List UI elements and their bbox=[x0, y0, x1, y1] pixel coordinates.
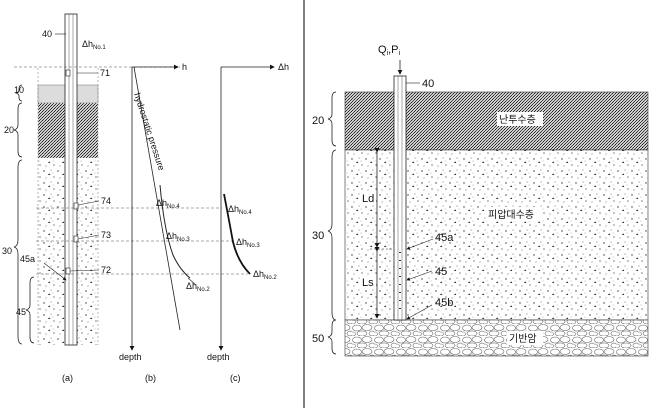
inflow-label: Qi,Pi bbox=[378, 44, 401, 57]
leader-45b-right bbox=[406, 304, 433, 320]
label-30-right: 30 bbox=[312, 230, 324, 242]
label-45b-right: 45b bbox=[435, 297, 453, 309]
delta-h-no2-c: ΔhNo.2 bbox=[253, 269, 277, 281]
panel-b-caption: (b) bbox=[145, 373, 156, 383]
leader-b-no2 bbox=[187, 277, 197, 286]
delta-h-no2-b: ΔhNo.2 bbox=[186, 281, 210, 293]
label-30: 30 bbox=[2, 246, 12, 256]
layer-top-label-bg bbox=[497, 112, 543, 126]
axis-b-depth-label: depth bbox=[119, 352, 142, 362]
brace-10 bbox=[14, 84, 23, 102]
label-10: 10 bbox=[14, 85, 24, 95]
leader-45-right bbox=[406, 270, 433, 281]
layer-bottom-label-bg bbox=[507, 331, 543, 345]
axis-c-delta-h-label: Δh bbox=[278, 62, 289, 72]
leader-73 bbox=[77, 234, 100, 240]
label-45a-right: 45a bbox=[435, 232, 454, 244]
label-71: 71 bbox=[100, 68, 110, 78]
layer-confined-aquifer-30 bbox=[344, 149, 649, 321]
measured-curve-c bbox=[223, 193, 251, 275]
leader-45a-right bbox=[406, 238, 434, 250]
right-figure: 난투수층 피압대수층 기반암 Qi,Pi 40 20 30 50 bbox=[312, 44, 649, 357]
leader-45a bbox=[43, 262, 67, 281]
sensor-71 bbox=[65, 69, 71, 77]
pipe-40 bbox=[64, 13, 78, 346]
label-40: 40 bbox=[42, 29, 52, 39]
brace-20-right bbox=[327, 91, 337, 147]
brace-50-right bbox=[327, 319, 337, 355]
label-20: 20 bbox=[4, 125, 14, 135]
label-50-right: 50 bbox=[312, 333, 324, 345]
label-73: 73 bbox=[101, 230, 111, 240]
panel-c-caption: (c) bbox=[230, 373, 241, 383]
ld-label: Ld bbox=[362, 193, 374, 205]
left-figure: 40 10 20 30 45a 45 71 74 73 72 ΔhNo.1 h … bbox=[2, 13, 289, 383]
label-45-right: 45 bbox=[435, 266, 447, 278]
axis-b-h-label: h bbox=[182, 62, 187, 72]
label-74: 74 bbox=[101, 196, 111, 206]
measured-curve-b bbox=[159, 184, 191, 279]
sensor-74 bbox=[73, 202, 79, 210]
ls-label-bg bbox=[360, 275, 376, 289]
leader-74 bbox=[77, 200, 100, 206]
label-72: 72 bbox=[101, 265, 111, 275]
pipe-perforations bbox=[399, 252, 401, 309]
brace-20 bbox=[13, 102, 23, 158]
label-45: 45 bbox=[16, 307, 26, 317]
brace-30 bbox=[13, 159, 23, 345]
layer-top-label: 난투수층 bbox=[499, 114, 536, 126]
layer-impermeable-20 bbox=[344, 91, 649, 151]
hydrostatic-line bbox=[133, 66, 181, 331]
layer-bottom-label: 기반암 bbox=[509, 333, 537, 345]
brace-30-right bbox=[327, 149, 337, 321]
sensor-72 bbox=[65, 267, 71, 275]
label-45a: 45a bbox=[20, 254, 35, 264]
delta-h-no3-b: ΔhNo.3 bbox=[166, 231, 190, 243]
layer-mid-label-bg bbox=[486, 207, 542, 221]
delta-h-no3-c: ΔhNo.3 bbox=[236, 237, 260, 249]
hydrostatic-label: hydrostatic pressure bbox=[132, 92, 167, 172]
delta-h-no4-b: ΔhNo.4 bbox=[156, 198, 180, 210]
ls-label: Ls bbox=[362, 277, 374, 289]
delta-h-no1: ΔhNo.1 bbox=[82, 39, 106, 51]
label-20-right: 20 bbox=[312, 115, 324, 127]
leader-72 bbox=[69, 269, 100, 272]
label-40-right: 40 bbox=[422, 78, 434, 90]
pipe-40-right bbox=[393, 75, 407, 321]
panel-a-caption: (a) bbox=[62, 373, 73, 383]
axis-c-depth-label: depth bbox=[207, 352, 230, 362]
layer-bedrock-50 bbox=[344, 319, 649, 357]
ld-label-bg bbox=[360, 191, 376, 205]
brace-45 bbox=[25, 276, 35, 344]
delta-h-no4-c: ΔhNo.4 bbox=[228, 204, 252, 216]
layer-mid-label: 피압대수층 bbox=[488, 208, 534, 221]
